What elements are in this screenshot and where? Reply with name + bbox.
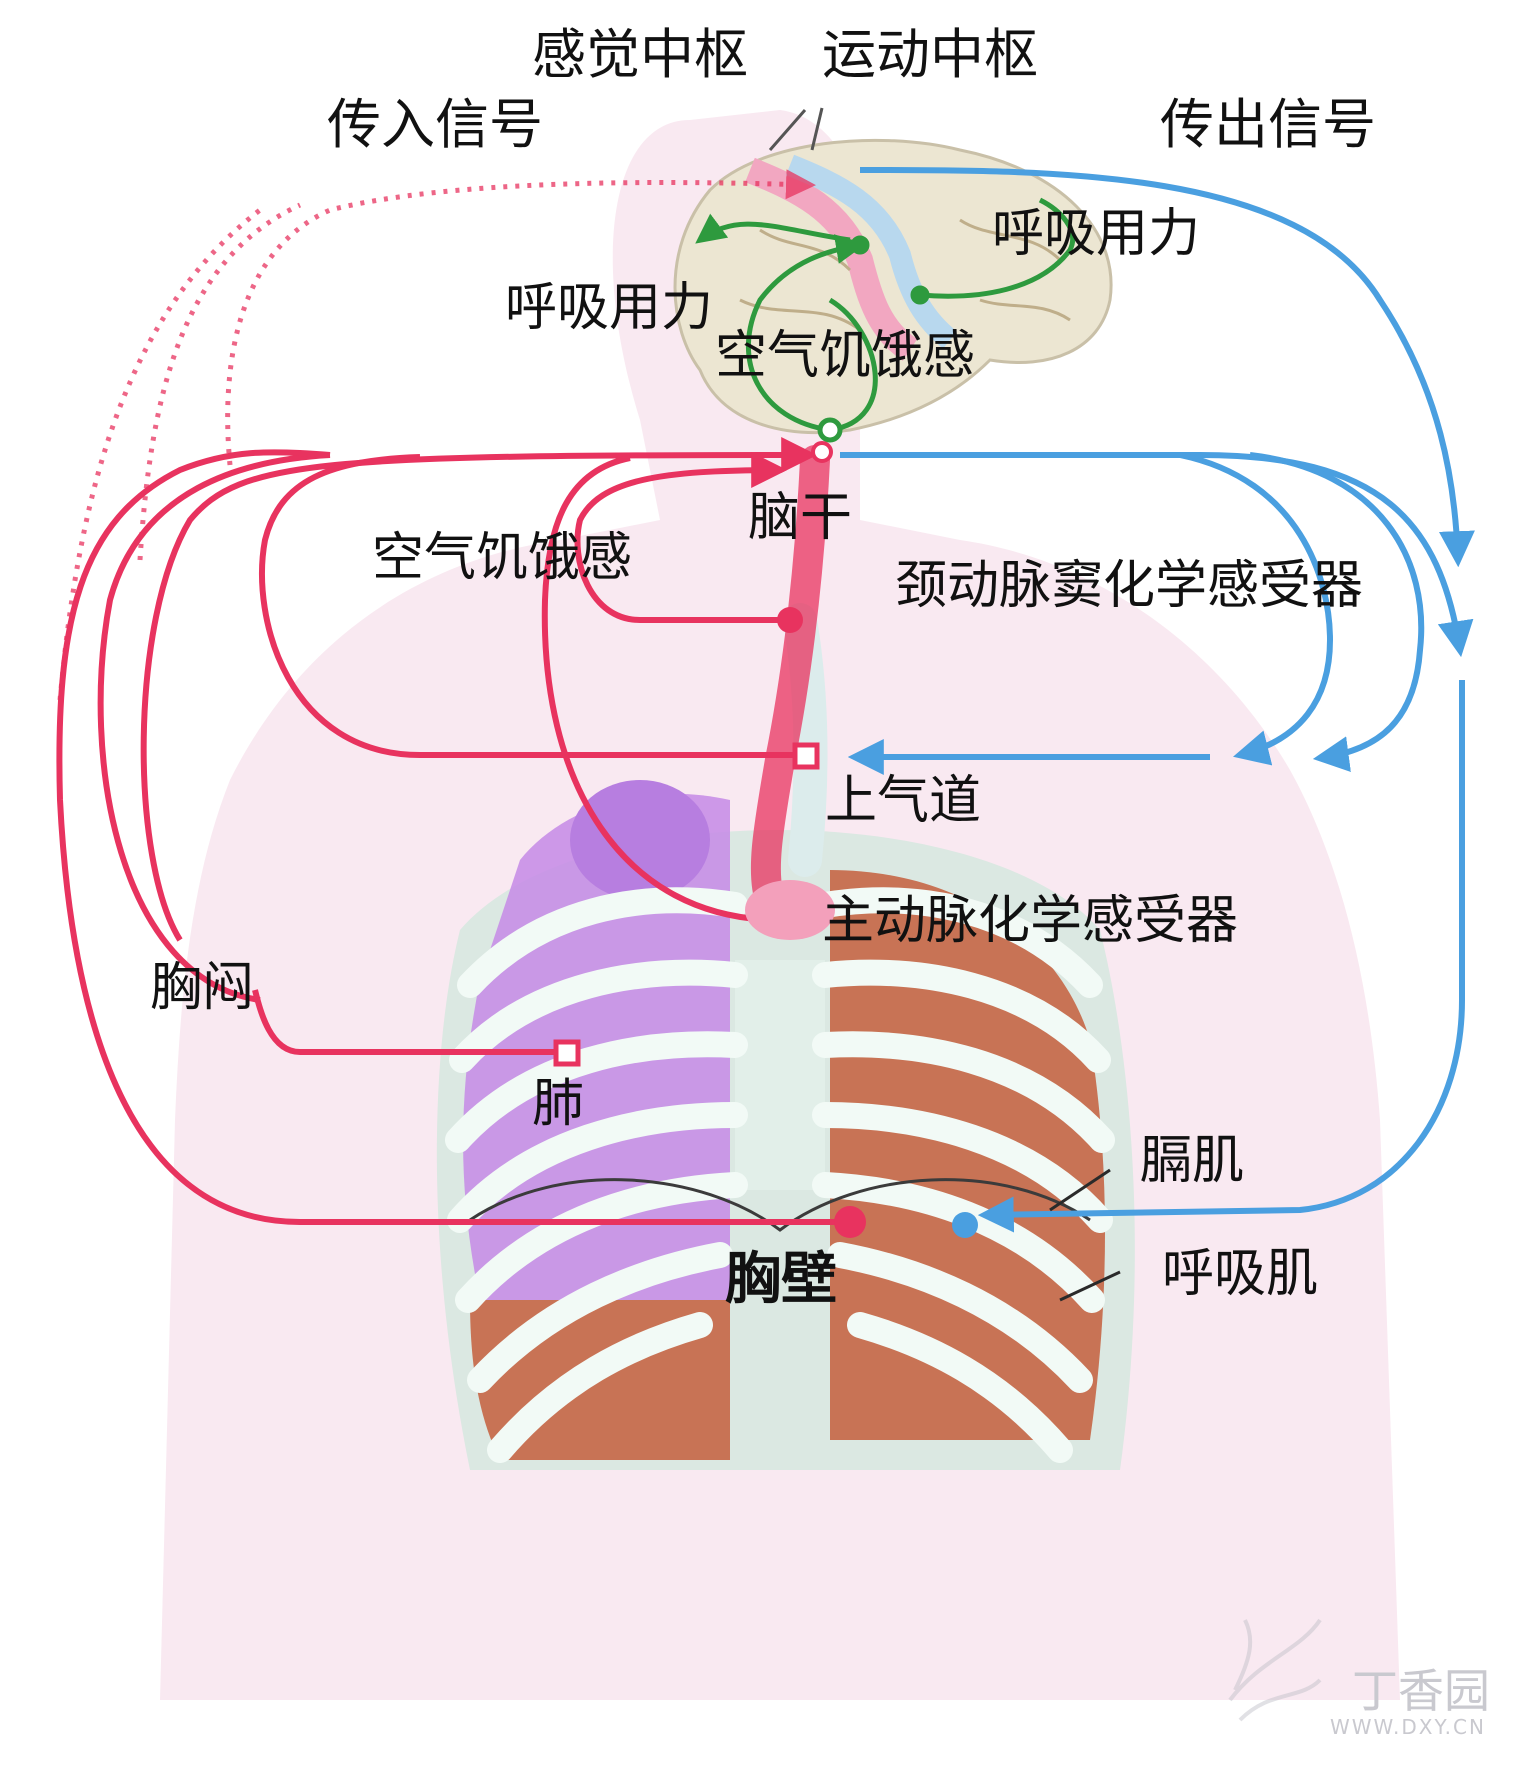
chest-wall-label: 胸壁: [725, 1247, 837, 1312]
lung-label: 肺: [532, 1074, 585, 1134]
receptor-nodes: [553, 441, 978, 1238]
chest-wall-node: [834, 1206, 866, 1238]
leader-lines: [1049, 1168, 1121, 1302]
respiratory-effort-left-label: 呼吸用力: [505, 278, 714, 338]
watermark-logo: [1228, 1618, 1322, 1722]
afferent-dotted-paths: [57, 169, 816, 701]
air-hunger-left-label: 空气饥饿感: [372, 528, 633, 588]
watermark-url: WWW.DXY.CN: [1330, 1715, 1486, 1739]
upper-airway-node: [792, 742, 820, 770]
aortic-body: [745, 880, 835, 940]
respiratory-effort-right-label: 呼吸用力: [992, 204, 1201, 264]
aortic-chemoreceptor-label: 主动脉化学感受器: [822, 891, 1239, 951]
cortical-pathways: [695, 197, 1076, 443]
afferent-paths: [56, 437, 838, 1225]
afferent-signal-label: 传入信号: [327, 93, 543, 156]
watermark-brand: 丁香园: [1352, 1664, 1490, 1718]
chest-tightness-label: 胸闷: [150, 958, 255, 1018]
brain: [673, 107, 1113, 434]
lung-node: [553, 1039, 581, 1067]
carotid-node: [777, 607, 803, 633]
efferent-signal-label: 传出信号: [1160, 93, 1376, 156]
efferent-paths: [840, 167, 1475, 1233]
lung-apex: [570, 780, 710, 900]
upper-airway-label: 上气道: [825, 771, 982, 831]
brainstem-column: [750, 445, 830, 915]
respiratory-muscle-node: [952, 1212, 978, 1238]
diaphragm-label: 膈肌: [1140, 1131, 1245, 1191]
air-hunger-brain-label: 空气饥饿感: [715, 326, 976, 386]
brainstem-label: 脑干: [748, 488, 853, 548]
ribcage: [436, 780, 1135, 1470]
sternum: [735, 960, 825, 1190]
motor-center-label: 运动中枢: [822, 23, 1038, 86]
respiratory-muscle-label: 呼吸肌: [1162, 1244, 1319, 1304]
carotid-chemoreceptor-label: 颈动脉窦化学感受器: [895, 556, 1364, 616]
brainstem-node: [811, 441, 833, 463]
sensory-center-label: 感觉中枢: [532, 23, 748, 86]
